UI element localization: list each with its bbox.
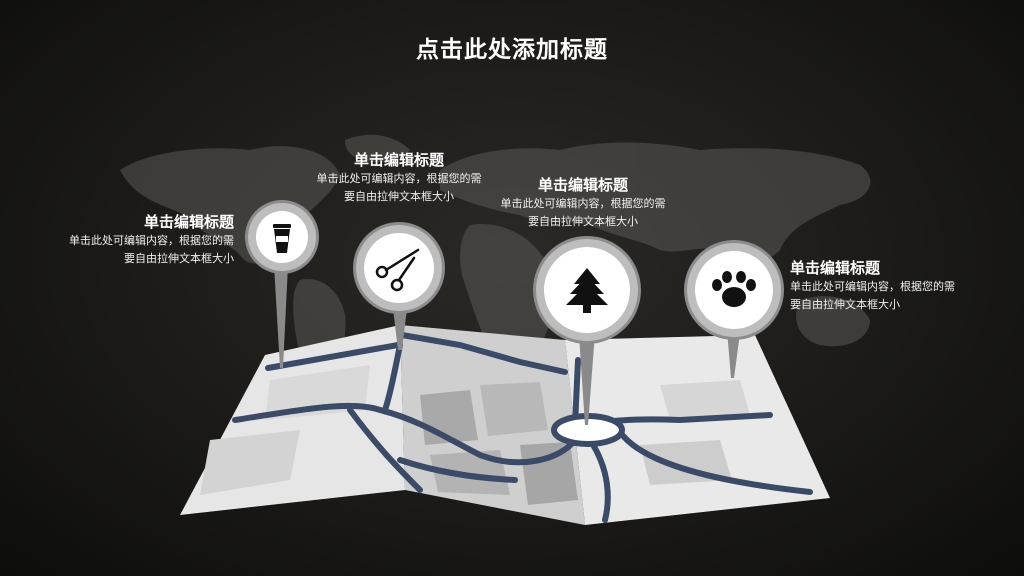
text-block-1-line1: 单击此处可编辑内容，根据您的需 bbox=[69, 234, 234, 247]
map-pin-3 bbox=[533, 236, 641, 425]
pine-tree-icon bbox=[566, 268, 608, 313]
text-block-2-line1: 单击此处可编辑内容，根据您的需 bbox=[316, 172, 482, 185]
scissors-icon bbox=[375, 248, 420, 292]
text-block-3[interactable]: 单击编辑标题 单击此处可编辑内容，根据您的需 要自由拉伸文本框大小 bbox=[480, 175, 686, 231]
text-block-4-line2: 要自由拉伸文本框大小 bbox=[790, 298, 900, 311]
coffee-cup-icon bbox=[273, 224, 291, 253]
map-pin-4 bbox=[684, 240, 784, 378]
text-block-3-heading: 单击编辑标题 bbox=[537, 176, 628, 194]
text-block-2-line2: 要自由拉伸文本框大小 bbox=[344, 190, 454, 203]
text-block-4[interactable]: 单击编辑标题 单击此处可编辑内容，根据您的需 要自由拉伸文本框大小 bbox=[790, 258, 1000, 314]
text-block-3-line2: 要自由拉伸文本框大小 bbox=[528, 215, 638, 228]
text-block-3-line1: 单击此处可编辑内容，根据您的需 bbox=[500, 197, 666, 210]
text-block-2-heading: 单击编辑标题 bbox=[353, 151, 444, 169]
folded-map bbox=[180, 325, 830, 525]
text-block-4-line1: 单击此处可编辑内容，根据您的需 bbox=[790, 280, 955, 293]
text-block-1[interactable]: 单击编辑标题 单击此处可编辑内容，根据您的需 要自由拉伸文本框大小 bbox=[30, 212, 234, 268]
text-block-2[interactable]: 单击编辑标题 单击此处可编辑内容，根据您的需 要自由拉伸文本框大小 bbox=[296, 150, 502, 206]
text-block-1-heading: 单击编辑标题 bbox=[143, 213, 234, 231]
text-block-4-heading: 单击编辑标题 bbox=[790, 259, 881, 277]
map-roads bbox=[232, 332, 813, 523]
map-pin-2 bbox=[353, 222, 445, 350]
map-pin-1 bbox=[245, 200, 319, 368]
text-block-1-line2: 要自由拉伸文本框大小 bbox=[124, 252, 234, 265]
paw-print-icon bbox=[712, 271, 756, 307]
slide-title[interactable]: 点击此处添加标题 bbox=[416, 37, 608, 63]
